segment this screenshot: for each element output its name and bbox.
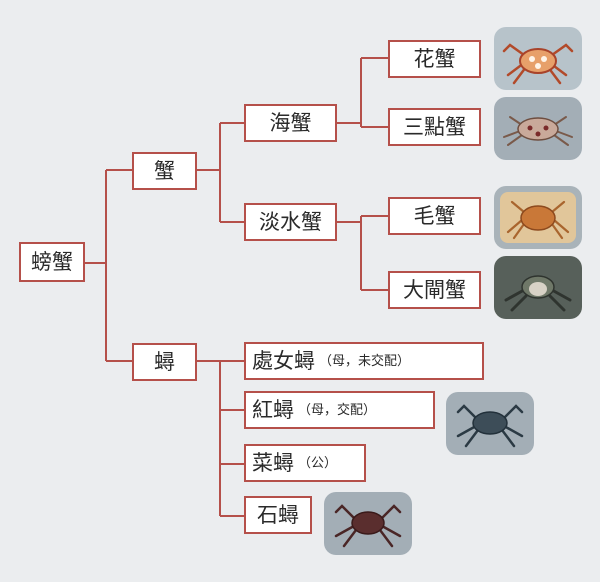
crab-photo-icon xyxy=(502,43,574,85)
stone-crab-photo xyxy=(324,492,412,555)
crab-photo-icon xyxy=(500,192,576,243)
red-crab-note: （母，交配） xyxy=(298,402,377,418)
crab-photo-icon xyxy=(456,404,524,448)
virgin-crab-node: 處女蟳 （母，未交配） xyxy=(244,342,484,380)
vegetable-crab-note: （公） xyxy=(298,455,338,471)
flower-crab-photo xyxy=(494,27,582,90)
hairy-crab-node: 毛蟹 xyxy=(388,197,481,235)
flower-crab-label: 花蟹 xyxy=(413,46,456,71)
female-crab-label: 蟳 xyxy=(154,349,175,374)
red-crab-photo xyxy=(446,392,534,455)
stone-crab-label: 石蟳 xyxy=(257,502,299,527)
virgin-crab-label: 處女蟳 xyxy=(252,348,315,373)
three-spot-crab-label: 三點蟹 xyxy=(403,114,466,139)
big-gate-crab-photo xyxy=(494,256,582,319)
root-label: 螃蟹 xyxy=(31,249,73,274)
flower-crab-node: 花蟹 xyxy=(388,40,481,78)
vegetable-crab-node: 菜蟳 （公） xyxy=(244,444,366,482)
hairy-crab-label: 毛蟹 xyxy=(413,203,456,228)
crab-node: 蟹 xyxy=(132,152,197,190)
big-gate-crab-label: 大閘蟹 xyxy=(403,277,466,302)
three-spot-crab-node: 三點蟹 xyxy=(388,108,481,146)
virgin-crab-note: （母，未交配） xyxy=(319,353,411,369)
stone-crab-node: 石蟳 xyxy=(244,496,312,534)
crab-photo-icon xyxy=(334,504,402,548)
sea-crab-node: 海蟹 xyxy=(244,104,337,142)
crab-photo-icon xyxy=(504,275,572,312)
crab-label: 蟹 xyxy=(154,158,175,183)
freshwater-crab-label: 淡水蟹 xyxy=(259,209,322,234)
female-crab-node: 蟳 xyxy=(132,343,197,381)
crab-photo-icon xyxy=(503,116,573,146)
root-node: 螃蟹 xyxy=(19,242,85,282)
sea-crab-label: 海蟹 xyxy=(269,110,312,135)
freshwater-crab-node: 淡水蟹 xyxy=(244,203,337,241)
hairy-crab-photo xyxy=(494,186,582,249)
vegetable-crab-label: 菜蟳 xyxy=(252,450,294,475)
three-spot-crab-photo xyxy=(494,97,582,160)
red-crab-node: 紅蟳 （母，交配） xyxy=(244,391,435,429)
red-crab-label: 紅蟳 xyxy=(252,397,294,422)
big-gate-crab-node: 大閘蟹 xyxy=(388,271,481,309)
